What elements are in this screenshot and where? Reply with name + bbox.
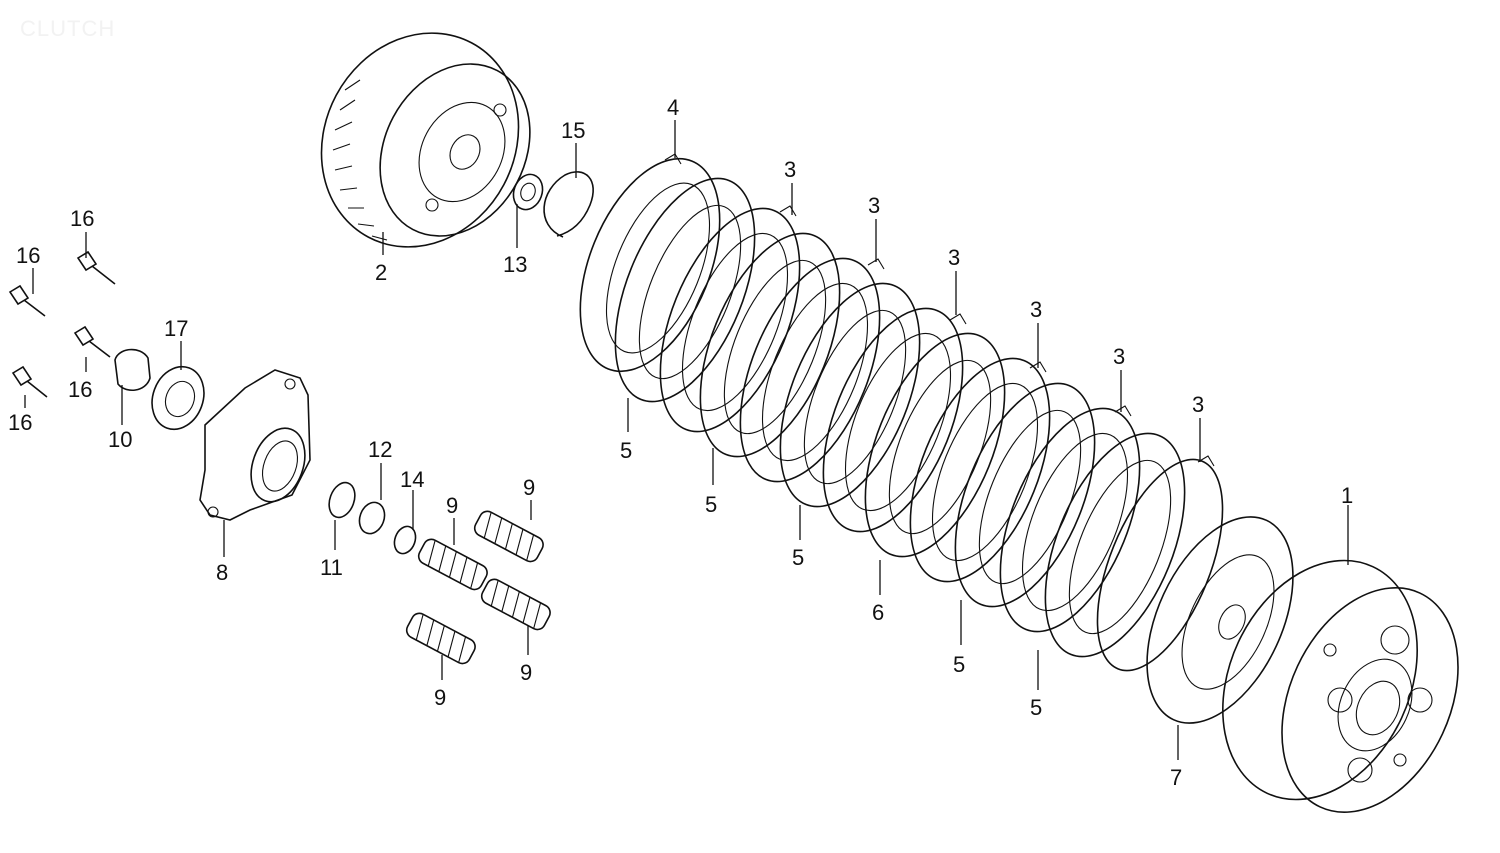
outer-clutch-housing <box>320 32 531 248</box>
callout-9-d: 9 <box>434 685 446 710</box>
callout-3-d: 3 <box>1030 297 1042 322</box>
callout-9-c: 9 <box>520 660 532 685</box>
callout-labels: 1 2 3 3 3 3 3 3 3 4 5 5 5 5 5 6 7 8 9 9 … <box>8 95 1353 790</box>
callout-3-b: 3 <box>868 193 880 218</box>
callout-11: 11 <box>320 555 343 580</box>
callout-13: 13 <box>503 252 527 277</box>
callout-15: 15 <box>561 118 585 143</box>
lock-washer <box>512 173 544 211</box>
snap-ring <box>543 171 594 238</box>
callout-2: 2 <box>375 260 387 285</box>
callout-10: 10 <box>108 427 132 452</box>
callout-8: 8 <box>216 560 228 585</box>
nut-and-washers <box>328 481 417 555</box>
leader-lines <box>24 120 1349 760</box>
clutch-center-hub <box>1222 559 1459 813</box>
callout-16-b: 16 <box>16 243 40 268</box>
callout-6: 6 <box>872 600 884 625</box>
callout-9-b: 9 <box>446 493 458 518</box>
callout-4: 4 <box>667 95 679 120</box>
callout-5-c: 5 <box>792 545 804 570</box>
callout-14: 14 <box>400 467 424 492</box>
callout-5-b: 5 <box>705 492 717 517</box>
callout-3-f: 3 <box>1192 392 1204 417</box>
callout-16-d: 16 <box>8 410 32 435</box>
watermark-text: CLUTCH <box>20 16 116 41</box>
clutch-plate-stack <box>579 153 1224 672</box>
callout-9-a: 9 <box>523 475 535 500</box>
callout-3-e: 3 <box>1113 344 1125 369</box>
callout-5-d: 5 <box>953 652 965 677</box>
callout-3-a: 3 <box>784 157 796 182</box>
callout-5-e: 5 <box>1030 695 1042 720</box>
lifter-plate <box>199 369 311 521</box>
callout-3-c: 3 <box>948 245 960 270</box>
lifter-piece <box>114 348 151 391</box>
bolts <box>8 250 116 398</box>
callout-1: 1 <box>1341 483 1353 508</box>
callout-16-a: 16 <box>70 206 94 231</box>
bearing <box>151 365 205 431</box>
callout-5-a: 5 <box>620 438 632 463</box>
callout-7: 7 <box>1170 765 1182 790</box>
callout-12: 12 <box>368 437 392 462</box>
callout-16-c: 16 <box>68 377 92 402</box>
pressure-plate <box>1146 516 1294 724</box>
clutch-springs <box>405 510 551 665</box>
callout-17: 17 <box>164 316 188 341</box>
